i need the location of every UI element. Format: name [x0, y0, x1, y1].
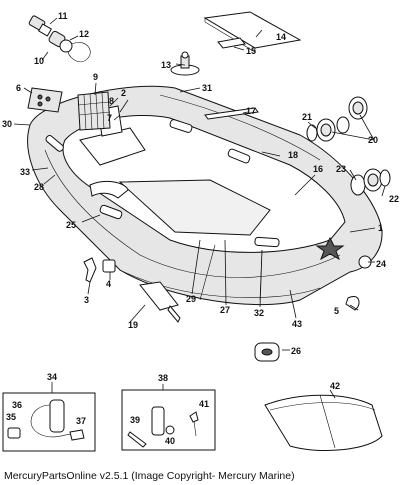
callout-15: 15	[246, 46, 256, 56]
callout-26: 26	[291, 346, 301, 356]
callout-23: 23	[336, 164, 346, 174]
callout-14: 14	[276, 32, 286, 42]
callout-37: 37	[76, 416, 86, 426]
callout-30: 30	[2, 119, 12, 129]
callout-6: 6	[16, 83, 21, 93]
seat-plank	[203, 11, 302, 53]
callout-42: 42	[330, 381, 340, 391]
callout-40: 40	[165, 436, 175, 446]
callout-39: 39	[130, 415, 140, 425]
callout-20: 20	[368, 135, 378, 145]
callout-9: 9	[93, 72, 98, 82]
callout-11: 11	[58, 11, 68, 21]
oar	[139, 281, 181, 323]
callout-labels: 1 2 3 4 5 6 7 8 9 10 11 12 13 14 15 16 1…	[2, 11, 399, 446]
valve-assembly	[28, 15, 91, 63]
callout-8: 8	[109, 96, 114, 106]
leader-lines	[13, 17, 386, 399]
rub-strip	[204, 107, 259, 120]
copyright-caption: MercuryPartsOnline v2.5.1 (Image Copyrig…	[4, 470, 295, 482]
label-plate	[27, 87, 63, 113]
valve-cap	[170, 51, 200, 76]
callout-17: 17	[246, 106, 256, 116]
callout-22: 22	[389, 194, 399, 204]
callout-19: 19	[128, 320, 138, 330]
callout-27: 27	[220, 305, 230, 315]
callout-36: 36	[12, 400, 22, 410]
callout-32: 32	[254, 308, 264, 318]
callout-13: 13	[161, 60, 171, 70]
repair-patch	[254, 342, 280, 362]
callout-18: 18	[288, 150, 298, 160]
callout-43: 43	[292, 319, 302, 329]
mesh-net	[77, 91, 111, 131]
callout-12: 12	[79, 29, 89, 39]
callout-33: 33	[20, 167, 30, 177]
oarlock-pieces	[83, 257, 116, 283]
callout-7: 7	[107, 113, 112, 123]
callout-25: 25	[66, 220, 76, 230]
callout-2: 2	[121, 88, 126, 98]
callout-21: 21	[302, 112, 312, 122]
callout-5: 5	[334, 306, 339, 316]
callout-41: 41	[199, 399, 209, 409]
callout-31: 31	[202, 83, 212, 93]
boat-hull	[27, 85, 383, 306]
callout-24: 24	[376, 259, 386, 269]
callout-3: 3	[84, 295, 89, 305]
callout-34: 34	[47, 372, 57, 382]
callout-4: 4	[106, 279, 111, 289]
repair-kit-box	[121, 389, 216, 451]
callout-10: 10	[34, 56, 44, 66]
tow-ring	[345, 296, 360, 311]
callout-35: 35	[6, 412, 16, 422]
callout-1: 1	[378, 223, 383, 233]
callout-29: 29	[186, 294, 196, 304]
pump-kit-box	[2, 392, 96, 452]
callout-28: 28	[34, 182, 44, 192]
boat-cover	[264, 394, 383, 452]
callout-16: 16	[313, 164, 323, 174]
valve-parts-right	[306, 96, 391, 196]
callout-38: 38	[158, 373, 168, 383]
